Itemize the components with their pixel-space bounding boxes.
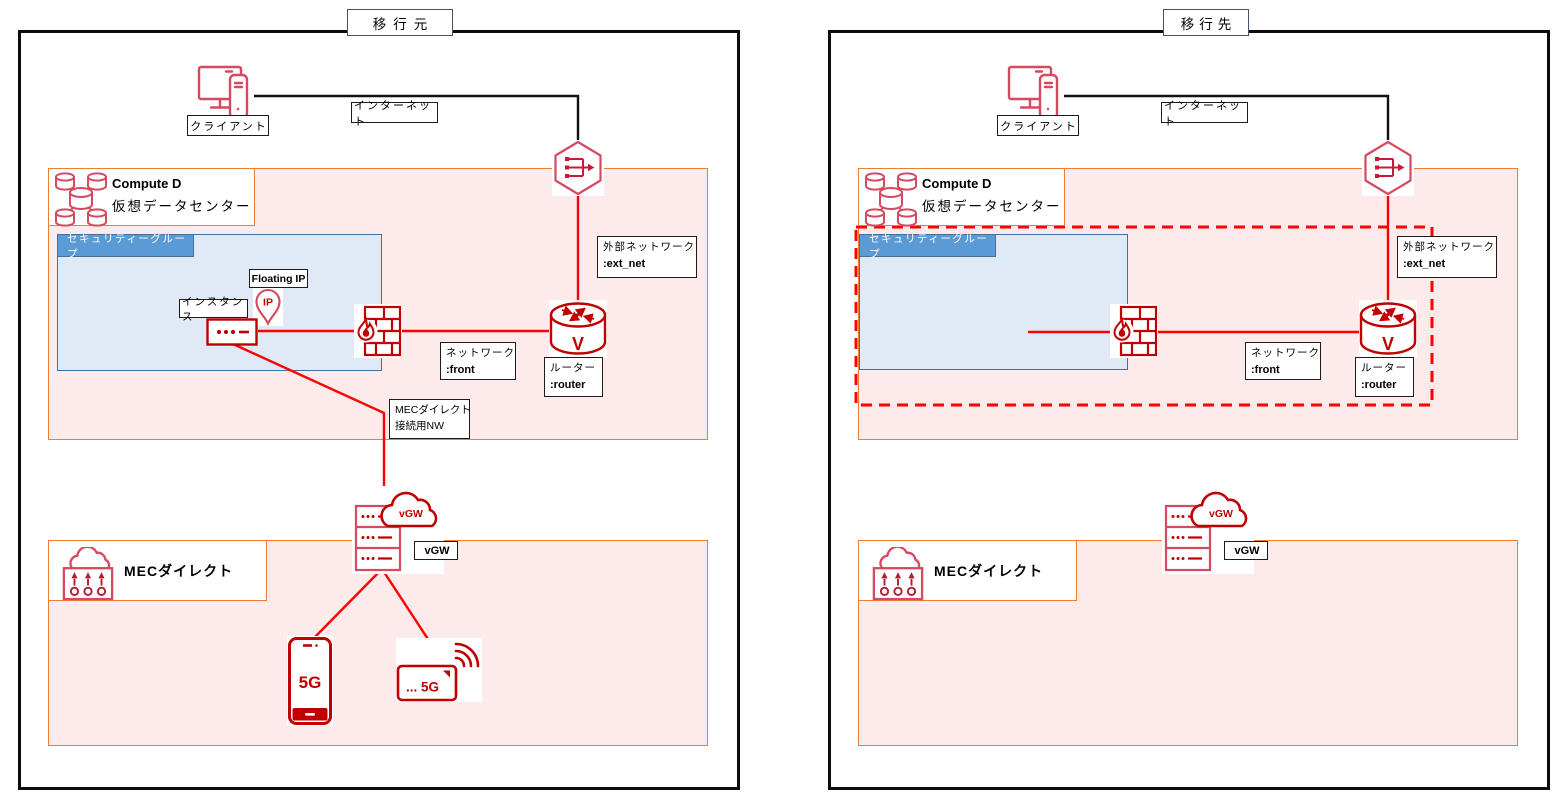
- router-icon: [1359, 300, 1417, 358]
- internet-node-icon: [554, 140, 602, 196]
- external-network-label: 外部ネットワーク :ext_net: [1397, 236, 1497, 278]
- internet-label: インターネット: [1161, 100, 1248, 128]
- internet-node-icon: [1364, 140, 1412, 196]
- mobile-router-bg: [396, 638, 482, 702]
- vgw-icon: [354, 491, 438, 572]
- vgw-bg: [1162, 486, 1254, 574]
- router-icon: [549, 300, 607, 358]
- compute-subtitle: 仮想データセンター: [112, 199, 252, 214]
- client-label: クライアント: [997, 115, 1079, 136]
- ip-pin-icon: [253, 288, 283, 326]
- firewall-icon: [354, 304, 402, 358]
- client-label: クライアント: [187, 115, 269, 136]
- database-cluster-icon: [864, 171, 918, 227]
- phone-5g-icon: [288, 637, 332, 725]
- phone-bg: [287, 636, 333, 726]
- firewall-icon: [1110, 304, 1158, 358]
- mec-cloud-icon: [872, 547, 924, 601]
- mec-cloud-icon: [62, 547, 114, 601]
- vgw-label: vGW: [414, 541, 458, 560]
- network-front-label: ネットワーク :front: [1245, 342, 1321, 380]
- client-icon: [196, 64, 254, 122]
- instance-label: インスタンス: [179, 296, 248, 323]
- target-panel-title: 移行先: [1163, 9, 1249, 36]
- internet-label: インターネット: [351, 100, 438, 128]
- security-group-header: セキュリティーグループ: [859, 233, 996, 260]
- router-label: ルーター :router: [544, 357, 603, 397]
- compute-label-text: Compute D 仮想データセンター: [922, 176, 1062, 214]
- network-front-label: ネットワーク :front: [440, 342, 516, 380]
- floating-ip-label: Floating IP: [249, 269, 308, 288]
- source-panel-title: 移行元: [347, 9, 453, 36]
- instance-icon: [206, 318, 258, 346]
- internet-node-bg: [552, 140, 604, 196]
- mec-title: MECダイレクト: [124, 562, 234, 579]
- mobile-router-5g-icon: [396, 642, 480, 702]
- compute-name: Compute D: [112, 176, 182, 191]
- client-icon: [1006, 64, 1064, 122]
- mec-direct-nw-label: MECダイレクト 接続用NW: [389, 399, 471, 439]
- router-label: ルーター :router: [1355, 357, 1414, 397]
- vgw-bg: [352, 486, 444, 574]
- mec-title: MECダイレクト: [934, 562, 1044, 579]
- vgw-label: vGW: [1224, 541, 1268, 560]
- database-cluster-icon: [54, 171, 108, 227]
- vgw-icon: [1164, 491, 1248, 572]
- compute-label-text: Compute D 仮想データセンター: [112, 176, 252, 215]
- external-network-label: 外部ネットワーク :ext_net: [597, 236, 697, 278]
- internet-node-bg: [1362, 140, 1414, 196]
- security-group-header: セキュリティーグループ: [57, 233, 194, 260]
